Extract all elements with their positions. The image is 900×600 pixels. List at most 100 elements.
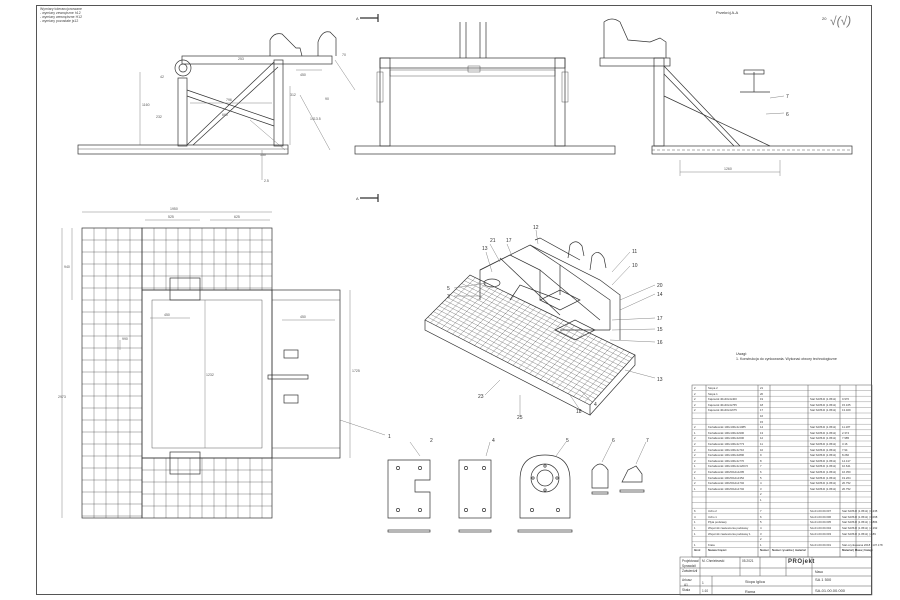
bom-cell-mat: Stal S235J2 (1.0511) xyxy=(810,425,837,430)
dim-label: 450 xyxy=(300,73,306,77)
section-hook xyxy=(603,18,667,58)
bom-cell-mass: 10.641 xyxy=(842,464,851,469)
bom-cell-qty: 2 xyxy=(694,470,696,474)
bom-cell-mat: Stal S235J2 (1.0511) xyxy=(810,430,837,435)
bom-cell-name: Kształtownik 100x50x4x1702 xyxy=(708,486,745,491)
bom-cell-qty: 2 xyxy=(694,442,696,446)
bom-cell-name: Krata xyxy=(708,542,715,547)
bom-table xyxy=(691,384,873,558)
bom-cell-no: 8 xyxy=(760,458,762,463)
bom-cell-mat: SA-01.00.00.001 xyxy=(810,542,831,547)
bom-cell-mat: Stal S235J2 (1.0511) xyxy=(810,402,837,407)
bom-header-qty: Ilość xyxy=(694,548,701,553)
plan-extension xyxy=(271,289,341,459)
bom-cell-mat: Stal S235J2 (1.0511) xyxy=(810,447,837,452)
dim-label: 1950 xyxy=(170,207,178,211)
dim-label: 232 xyxy=(156,115,162,119)
bom-cell-name: Stopa 2 xyxy=(708,386,718,390)
iso-callout: 21 xyxy=(490,238,496,244)
section-marker-middle: A xyxy=(356,196,359,201)
bom-cell-mass: 20.752 xyxy=(842,481,851,486)
detail-part-5 xyxy=(517,441,573,533)
bom-cell-mat: SA-01.00.00.007 xyxy=(810,509,831,514)
dim-label: 990 xyxy=(122,337,128,341)
dim-label: 1232 xyxy=(206,373,214,377)
dim-label: 312 xyxy=(290,93,296,97)
bom-cell-no: 16 xyxy=(760,414,764,418)
section-marker-top: A xyxy=(356,16,359,21)
plan-view xyxy=(61,211,351,519)
bom-cell-name: Wspornik zawieszenia podstawy xyxy=(708,526,749,530)
bom-cell-no: 15 xyxy=(760,419,764,424)
front-base-beam xyxy=(354,145,616,155)
dim-label: 1260 xyxy=(724,167,732,171)
side-view-left xyxy=(77,31,356,180)
bom-cell-mass: Stal S235J2 (1.0511) | 4.884 xyxy=(842,520,878,525)
notes-line: 1. Konstrukcja do cynkowania. Wykonać ot… xyxy=(736,357,837,361)
detail-label: 1 xyxy=(388,434,391,440)
bom-cell-qty: 2 xyxy=(694,397,696,402)
detail-label: 4 xyxy=(492,438,495,444)
plan-plate-top xyxy=(169,277,201,301)
bom-cell-qty: 1 xyxy=(694,430,696,435)
base-beam xyxy=(77,144,289,155)
bom-cell-name: Kształtownik 100x100x4x773 xyxy=(708,442,745,446)
bom-cell-mat: Stal S235J2 (1.0511) xyxy=(810,475,837,480)
bom-cell-no: 12 xyxy=(760,436,764,441)
bom-cell-mat: Stal S235J2 (1.0511) xyxy=(810,442,837,446)
front-top-beam xyxy=(379,57,566,69)
dim-label: 1413.5 xyxy=(310,117,321,121)
project-name: Stopa Iglica xyxy=(745,580,765,584)
bom-cell-qty: 1 xyxy=(694,464,696,469)
bom-header-name: Nazwa Części xyxy=(708,548,727,553)
bom-cell-mass: 7.94 xyxy=(842,447,848,452)
bom-cell-no: 6 xyxy=(760,470,762,474)
tolerance-note-line: - wymiary wewnętrzne H12 xyxy=(40,15,83,19)
tolerance-note-line: - wymiary pozostałe js12 xyxy=(40,19,79,23)
bom-cell-mass: 19.264 xyxy=(842,475,851,480)
tolerance-notes: Wymiary tolerancjonowane - wymiary zewnę… xyxy=(40,7,82,23)
scale-label: Skala xyxy=(682,588,690,592)
tolerance-note-line: - wymiary zewnętrzne h12 xyxy=(40,11,81,15)
bom-cell-name: Ucho 1 xyxy=(708,514,717,519)
iso-callout: 17 xyxy=(657,316,663,322)
bom-cell-no: 17 xyxy=(760,408,764,413)
iso-callout: 3 xyxy=(447,294,450,300)
dim-label: 150 xyxy=(260,153,266,157)
dim-label: 450 xyxy=(300,315,306,319)
mass-label: Masa xyxy=(815,570,823,574)
section-view xyxy=(599,18,853,176)
bom-cell-mass: 8.260 xyxy=(842,453,849,458)
bom-cell-qty: 1 xyxy=(694,531,696,536)
iso-callout: 16 xyxy=(657,340,663,346)
hook-plate-right xyxy=(317,31,337,56)
section-post xyxy=(653,57,665,147)
bom-cell-no: 5 xyxy=(760,520,762,525)
bom-cell-name: Kształtownik 100x100x4x710 xyxy=(708,447,745,452)
bom-cell-name: Kształtownik 100x100x4x1200.5 xyxy=(708,464,748,469)
drawing-number: SA-01.00.00.000 xyxy=(815,588,846,593)
detail-part-6 xyxy=(591,441,613,495)
bom-cell-mass: Stal S235J2 (1.0511) | 0.235 xyxy=(842,509,878,514)
sheet-number: 1 xyxy=(702,581,704,585)
title-block xyxy=(679,556,873,596)
bom-cell-qty: 2 xyxy=(694,402,696,407)
tolerance-note-line: Wymiary tolerancjonowane xyxy=(40,7,82,11)
iso-platform-top xyxy=(424,274,636,406)
bom-cell-mass: Stal S235J2 (1.0511) | 2.89 xyxy=(842,531,876,536)
dim-label: 70 xyxy=(342,53,346,57)
bom-cell-name: Płyta podstawy xyxy=(708,520,727,525)
callout-label: 7 xyxy=(786,94,789,100)
bom-cell-no: 7 xyxy=(760,509,762,514)
iso-callout: 11 xyxy=(632,249,637,255)
bom-cell-mass: 0.970 xyxy=(842,397,849,402)
iso-callout: 5 xyxy=(447,286,450,292)
iso-callout: 12 xyxy=(533,225,539,231)
dim-label: 253 xyxy=(238,57,244,61)
dim-label: 625 xyxy=(234,215,240,219)
callout-label: 6 xyxy=(786,112,789,118)
sheet-label: Arkusz xyxy=(682,578,692,582)
bom-cell-mat: Stal S235J2 (1.0511) xyxy=(810,397,837,402)
detail-parts xyxy=(387,441,647,533)
